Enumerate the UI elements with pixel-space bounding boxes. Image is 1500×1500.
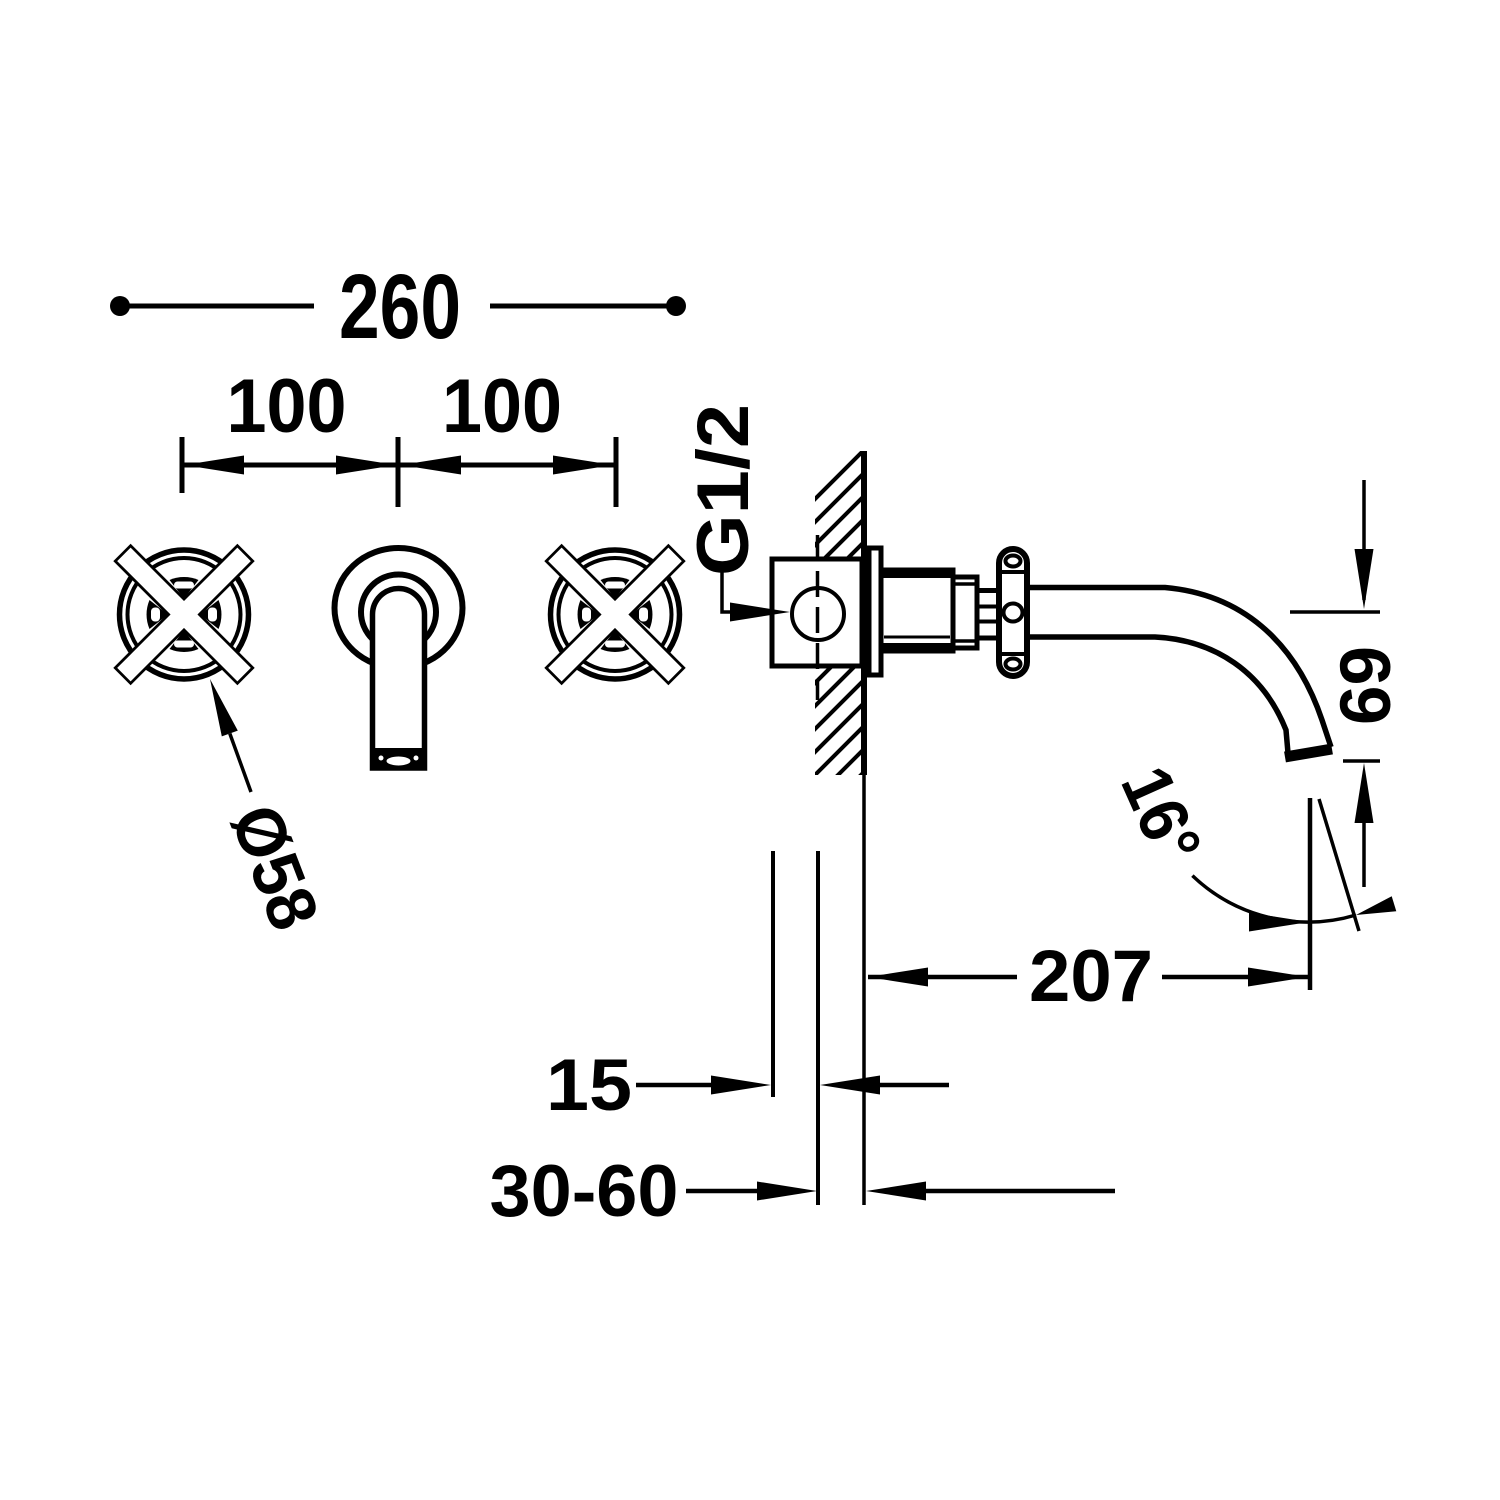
svg-text:G1/2: G1/2 [683,404,764,576]
svg-text:207: 207 [1029,936,1153,1017]
svg-text:69: 69 [1327,646,1406,725]
svg-text:15: 15 [546,1045,632,1126]
svg-text:260: 260 [339,256,461,358]
svg-text:100: 100 [227,364,347,449]
svg-text:100: 100 [442,364,562,449]
svg-text:30-60: 30-60 [490,1151,679,1232]
